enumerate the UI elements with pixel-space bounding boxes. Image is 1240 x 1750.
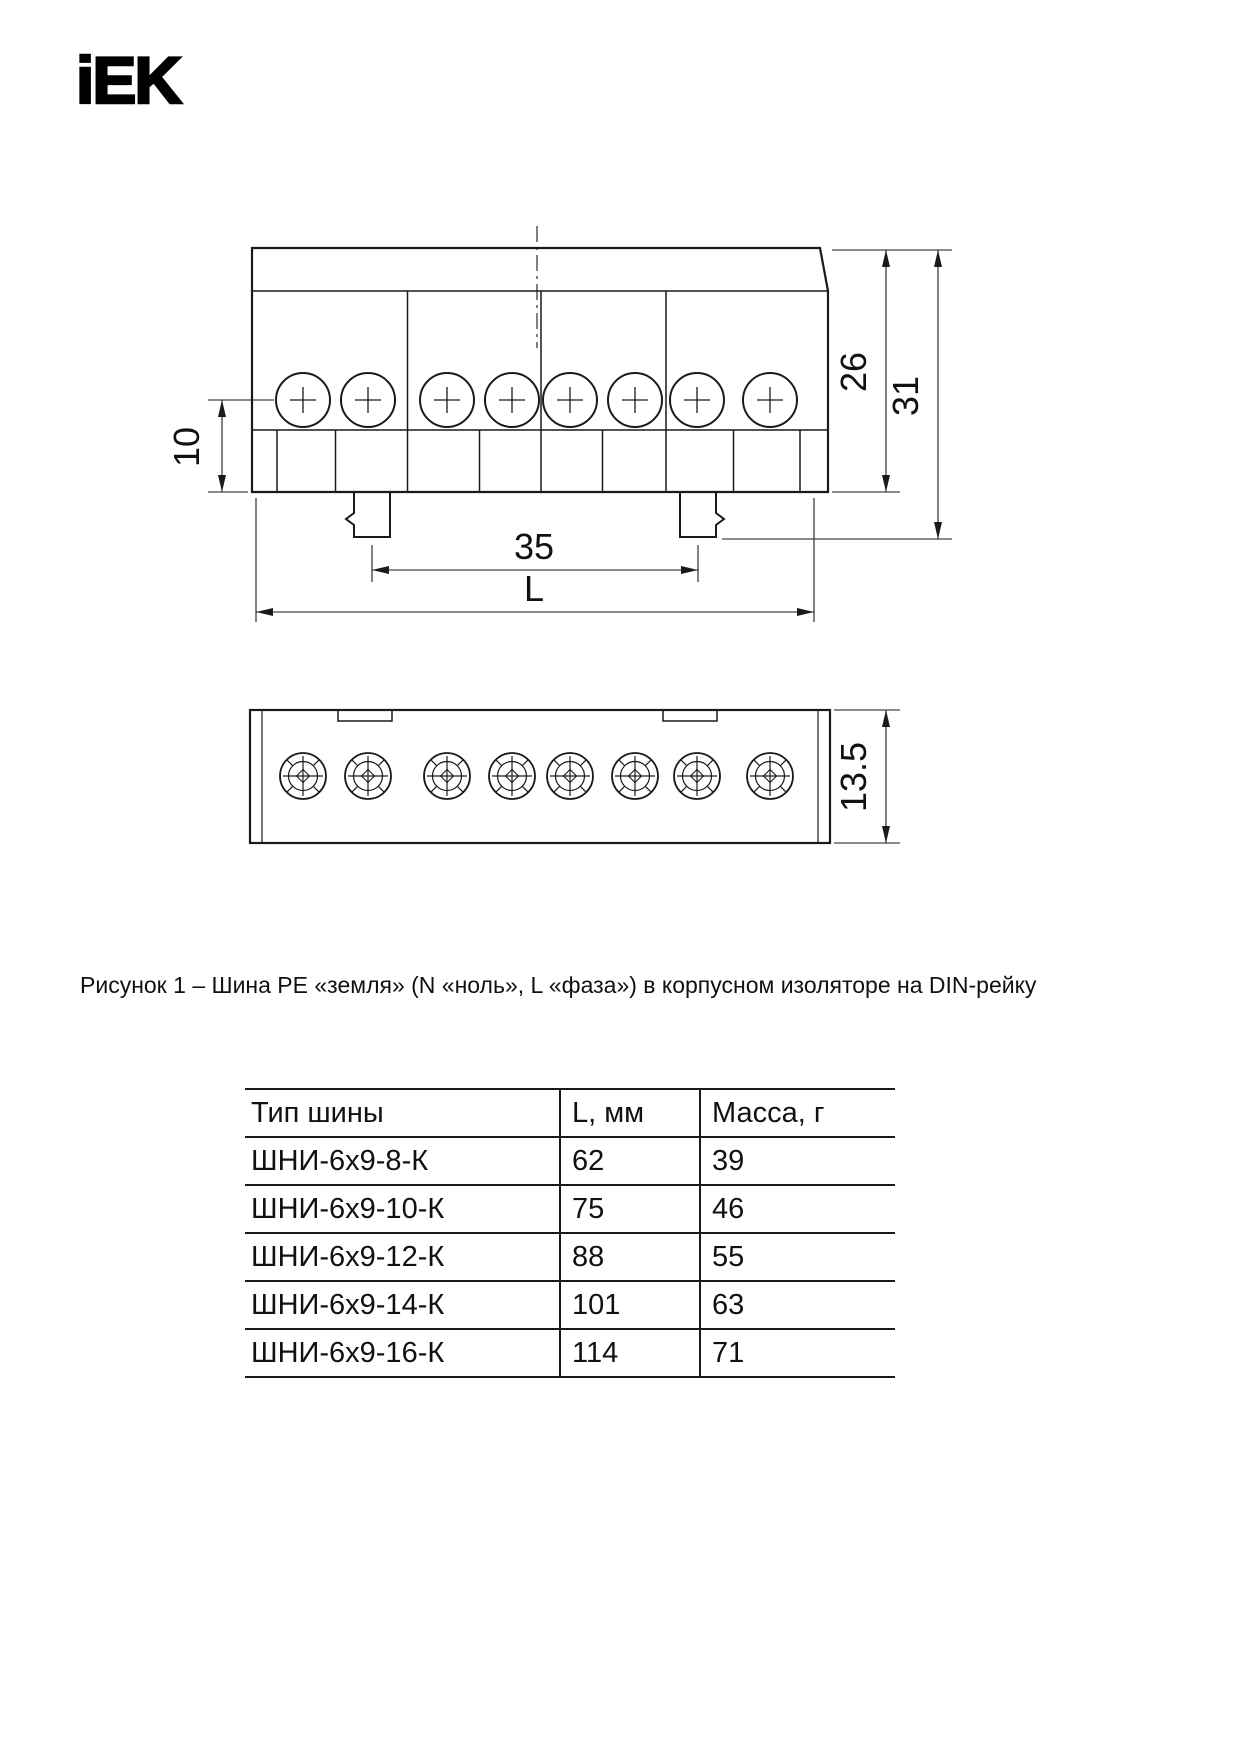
cell-length: 101 (559, 1281, 700, 1329)
terminal-screw (484, 372, 540, 428)
dim-label-10: 10 (166, 427, 207, 467)
terminal-dividers (276, 291, 801, 492)
cell-mass: 46 (699, 1185, 895, 1233)
cell-length: 75 (559, 1185, 700, 1233)
terminal-screw (742, 372, 798, 428)
cell-mass: 63 (699, 1281, 895, 1329)
cell-type: ШНИ-6х9-12-К (251, 1240, 445, 1273)
screw-head (279, 752, 327, 800)
dim-label-L: L (524, 568, 544, 609)
table-row: ШНИ-6х9-8-К 62 39 (245, 1137, 895, 1185)
terminal-screw (607, 372, 663, 428)
cell-length: 114 (559, 1329, 700, 1377)
din-clip-left (344, 492, 391, 538)
table-row: ШНИ-6х9-14-К 101 63 (245, 1281, 895, 1329)
cell-mass: 71 (699, 1329, 895, 1377)
clip-notch-right (662, 709, 718, 722)
cell-type: ШНИ-6х9-8-К (251, 1144, 429, 1177)
screw-head (423, 752, 471, 800)
cell-length: 88 (559, 1233, 700, 1281)
table-header-row: Тип шины L, мм Масса, г (245, 1089, 895, 1137)
cell-type: ШНИ-6х9-10-К (251, 1192, 445, 1225)
screw-head (546, 752, 594, 800)
col-header-length: L, мм (559, 1089, 700, 1137)
front-view-dimensions: 10 26 31 35 L (166, 249, 952, 622)
terminal-screw (669, 372, 725, 428)
screw-head (611, 752, 659, 800)
cell-type: ШНИ-6х9-16-К (251, 1336, 445, 1369)
dim-label-31: 31 (885, 376, 926, 416)
cell-mass: 39 (699, 1137, 895, 1185)
terminal-screw (419, 372, 475, 428)
clip-notch-left (337, 709, 393, 722)
bottom-view (248, 708, 832, 845)
col-header-mass: Масса, г (699, 1089, 895, 1137)
terminal-screw (542, 372, 598, 428)
iek-logo: iEK (75, 42, 184, 119)
terminal-screws (275, 372, 798, 428)
bottom-outline (248, 708, 832, 845)
dim-label-35: 35 (514, 526, 554, 567)
housing-outline (250, 246, 830, 494)
screw-head (673, 752, 721, 800)
table-row: ШНИ-6х9-16-К 114 71 (245, 1329, 895, 1377)
dim-label-26: 26 (833, 352, 874, 392)
figure-caption: Рисунок 1 – Шина PE «земля» (N «ноль», L… (80, 972, 1037, 998)
din-rail-clips (344, 492, 726, 538)
screw-head (746, 752, 794, 800)
dim-label-13-5: 13.5 (833, 742, 874, 812)
terminal-screw (340, 372, 396, 428)
cell-type: ШНИ-6х9-14-К (251, 1288, 445, 1321)
din-clip-right (679, 492, 726, 538)
figure-drawing: 10 26 31 35 L (166, 226, 952, 845)
col-header-type: Тип шины (251, 1096, 384, 1129)
cell-mass: 55 (699, 1233, 895, 1281)
cell-length: 62 (559, 1137, 700, 1185)
screw-head (488, 752, 536, 800)
table-row: ШНИ-6х9-10-К 75 46 (245, 1185, 895, 1233)
screw-heads (279, 752, 794, 800)
table-row: ШНИ-6х9-12-К 88 55 (245, 1233, 895, 1281)
terminal-screw (275, 372, 331, 428)
front-view (250, 226, 830, 538)
bottom-view-dimensions: 13.5 (833, 709, 900, 844)
spec-table: Тип шины L, мм Масса, г ШНИ-6х9-8-К 62 3… (245, 1088, 895, 1378)
screw-head (344, 752, 392, 800)
